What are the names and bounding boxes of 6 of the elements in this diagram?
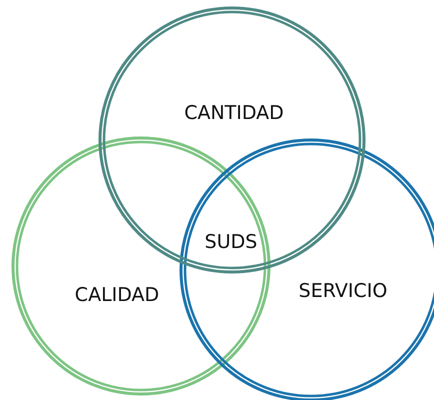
- venn-circle: [97, 5, 367, 275]
- circle-label: SERVICIO: [298, 280, 388, 302]
- circle-label: CANTIDAD: [184, 102, 284, 124]
- venn-circle: [10, 135, 272, 397]
- circle-label: CALIDAD: [74, 284, 160, 306]
- intersection-label: SUDS: [204, 231, 258, 253]
